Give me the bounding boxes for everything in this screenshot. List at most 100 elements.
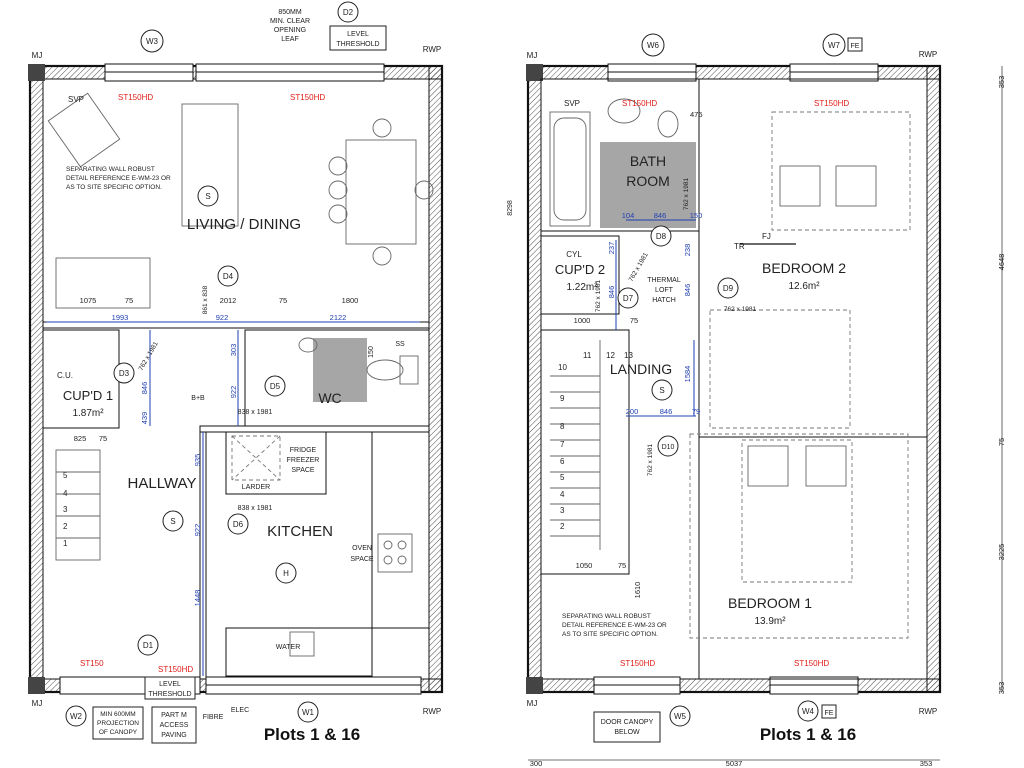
partm-note bbox=[151, 706, 197, 744]
cupd1-area: 1.87m² bbox=[72, 408, 104, 419]
svg-text:75: 75 bbox=[997, 438, 1006, 446]
tag-s-landing bbox=[651, 379, 673, 401]
svg-text:5: 5 bbox=[560, 473, 565, 482]
svg-text:OF CANOPY: OF CANOPY bbox=[99, 729, 138, 736]
tag-d6 bbox=[227, 513, 249, 535]
svg-text:ACCESS: ACCESS bbox=[160, 722, 189, 729]
svg-text:FRIDGE: FRIDGE bbox=[290, 447, 317, 454]
svg-text:B+B: B+B bbox=[191, 395, 205, 402]
fe-box-top bbox=[847, 37, 863, 52]
fe-box-bottom bbox=[821, 704, 837, 719]
svg-text:D1: D1 bbox=[143, 641, 154, 650]
first-mj-top bbox=[526, 64, 543, 81]
svg-text:W4: W4 bbox=[802, 707, 815, 716]
svg-text:2012: 2012 bbox=[220, 296, 237, 305]
svg-text:ST150HD: ST150HD bbox=[158, 665, 193, 674]
svg-text:D5: D5 bbox=[270, 382, 281, 391]
wc-walls bbox=[244, 329, 430, 427]
svg-text:LEAF: LEAF bbox=[281, 36, 299, 43]
svg-text:838 x 1981: 838 x 1981 bbox=[238, 409, 273, 416]
tag-h bbox=[275, 562, 297, 584]
svg-text:5037: 5037 bbox=[726, 759, 743, 768]
svg-text:7: 7 bbox=[560, 440, 565, 449]
svg-text:SVP: SVP bbox=[564, 99, 580, 108]
svg-text:150: 150 bbox=[368, 346, 375, 358]
svg-text:6: 6 bbox=[560, 457, 565, 466]
svg-text:FE: FE bbox=[825, 710, 834, 717]
svg-text:935: 935 bbox=[193, 454, 202, 467]
sofa-right bbox=[181, 103, 239, 227]
tag-s-living bbox=[197, 185, 219, 207]
svg-text:OVEN: OVEN bbox=[352, 545, 372, 552]
svg-text:S: S bbox=[205, 192, 210, 201]
bedroom-1-walls bbox=[698, 436, 928, 680]
svg-text:AS TO SITE SPECIFIC OPTION.: AS TO SITE SPECIFIC OPTION. bbox=[562, 631, 658, 638]
level-threshold-bottom bbox=[144, 676, 196, 700]
svg-text:PAVING: PAVING bbox=[161, 732, 186, 739]
svg-text:150: 150 bbox=[690, 211, 703, 220]
svg-text:922: 922 bbox=[193, 524, 202, 537]
room-hallway: HALLWAY bbox=[128, 475, 197, 492]
level-threshold-top bbox=[329, 25, 387, 51]
sofa-bottom bbox=[55, 257, 151, 309]
tag-w1 bbox=[297, 701, 319, 723]
ground-plan-title: Plots 1 & 16 bbox=[264, 725, 360, 744]
room-bathroom-l1: BATH bbox=[630, 153, 666, 169]
ground-dimension-lines bbox=[46, 321, 420, 676]
svg-text:439: 439 bbox=[140, 412, 149, 425]
tag-d7 bbox=[617, 287, 639, 309]
tag-d1 bbox=[137, 634, 159, 656]
tag-d3 bbox=[113, 362, 135, 384]
svg-text:237: 237 bbox=[607, 242, 616, 255]
svg-text:922: 922 bbox=[229, 386, 238, 399]
bath-basin bbox=[607, 98, 641, 124]
tag-d2 bbox=[337, 1, 359, 23]
room-kitchen: KITCHEN bbox=[267, 523, 333, 540]
tag-d10 bbox=[657, 435, 679, 457]
svg-text:D8: D8 bbox=[656, 232, 667, 241]
svg-text:RWP: RWP bbox=[423, 707, 442, 716]
cupboard-2-walls bbox=[540, 235, 620, 315]
ground-party-wall bbox=[29, 65, 44, 693]
stair-num-3: 3 bbox=[63, 505, 68, 514]
bedroom-1-zone bbox=[689, 433, 909, 639]
svg-text:762 x 1981: 762 x 1981 bbox=[724, 306, 757, 313]
svg-text:353: 353 bbox=[997, 76, 1006, 89]
svg-text:1800: 1800 bbox=[342, 296, 359, 305]
wc-floor-area bbox=[313, 338, 367, 402]
svg-text:AS TO SITE SPECIFIC OPTION.: AS TO SITE SPECIFIC OPTION. bbox=[66, 184, 162, 191]
svg-text:1610: 1610 bbox=[633, 582, 642, 599]
svg-text:ST150: ST150 bbox=[80, 659, 104, 668]
bed-1 bbox=[741, 439, 853, 583]
svg-text:9: 9 bbox=[560, 394, 565, 403]
svg-text:762 x 1981: 762 x 1981 bbox=[138, 340, 160, 372]
svg-text:353: 353 bbox=[997, 682, 1006, 695]
tag-w3 bbox=[140, 29, 164, 53]
svg-text:ST150HD: ST150HD bbox=[620, 659, 655, 668]
stair-num-4: 4 bbox=[63, 489, 68, 498]
svg-text:2: 2 bbox=[560, 522, 565, 531]
svg-text:WATER: WATER bbox=[276, 644, 301, 651]
svg-text:RWP: RWP bbox=[919, 50, 938, 59]
larder bbox=[231, 435, 281, 481]
svg-text:8298: 8298 bbox=[507, 200, 514, 216]
svg-text:1993: 1993 bbox=[112, 313, 129, 322]
svg-text:75: 75 bbox=[618, 561, 626, 570]
first-front-wall bbox=[527, 678, 941, 693]
svg-text:DETAIL REFERENCE E-WM-23 OR: DETAIL REFERENCE E-WM-23 OR bbox=[66, 175, 171, 182]
svg-text:LEVEL: LEVEL bbox=[347, 31, 369, 38]
partition-living-hall bbox=[42, 321, 430, 329]
svg-text:475: 475 bbox=[690, 110, 703, 119]
svg-text:846: 846 bbox=[660, 407, 673, 416]
first-stairwell bbox=[540, 329, 630, 575]
room-cupd1: CUP'D 1 bbox=[63, 388, 113, 403]
svg-text:13: 13 bbox=[624, 351, 633, 360]
svg-text:DETAIL REFERENCE E-WM-23 OR: DETAIL REFERENCE E-WM-23 OR bbox=[562, 622, 667, 629]
svg-text:11: 11 bbox=[583, 351, 592, 360]
svg-text:TR: TR bbox=[734, 242, 745, 251]
svg-text:LARDER: LARDER bbox=[242, 484, 270, 491]
svg-text:75: 75 bbox=[630, 316, 638, 325]
first-mj-bottom bbox=[526, 677, 543, 694]
svg-text:W7: W7 bbox=[828, 41, 841, 50]
